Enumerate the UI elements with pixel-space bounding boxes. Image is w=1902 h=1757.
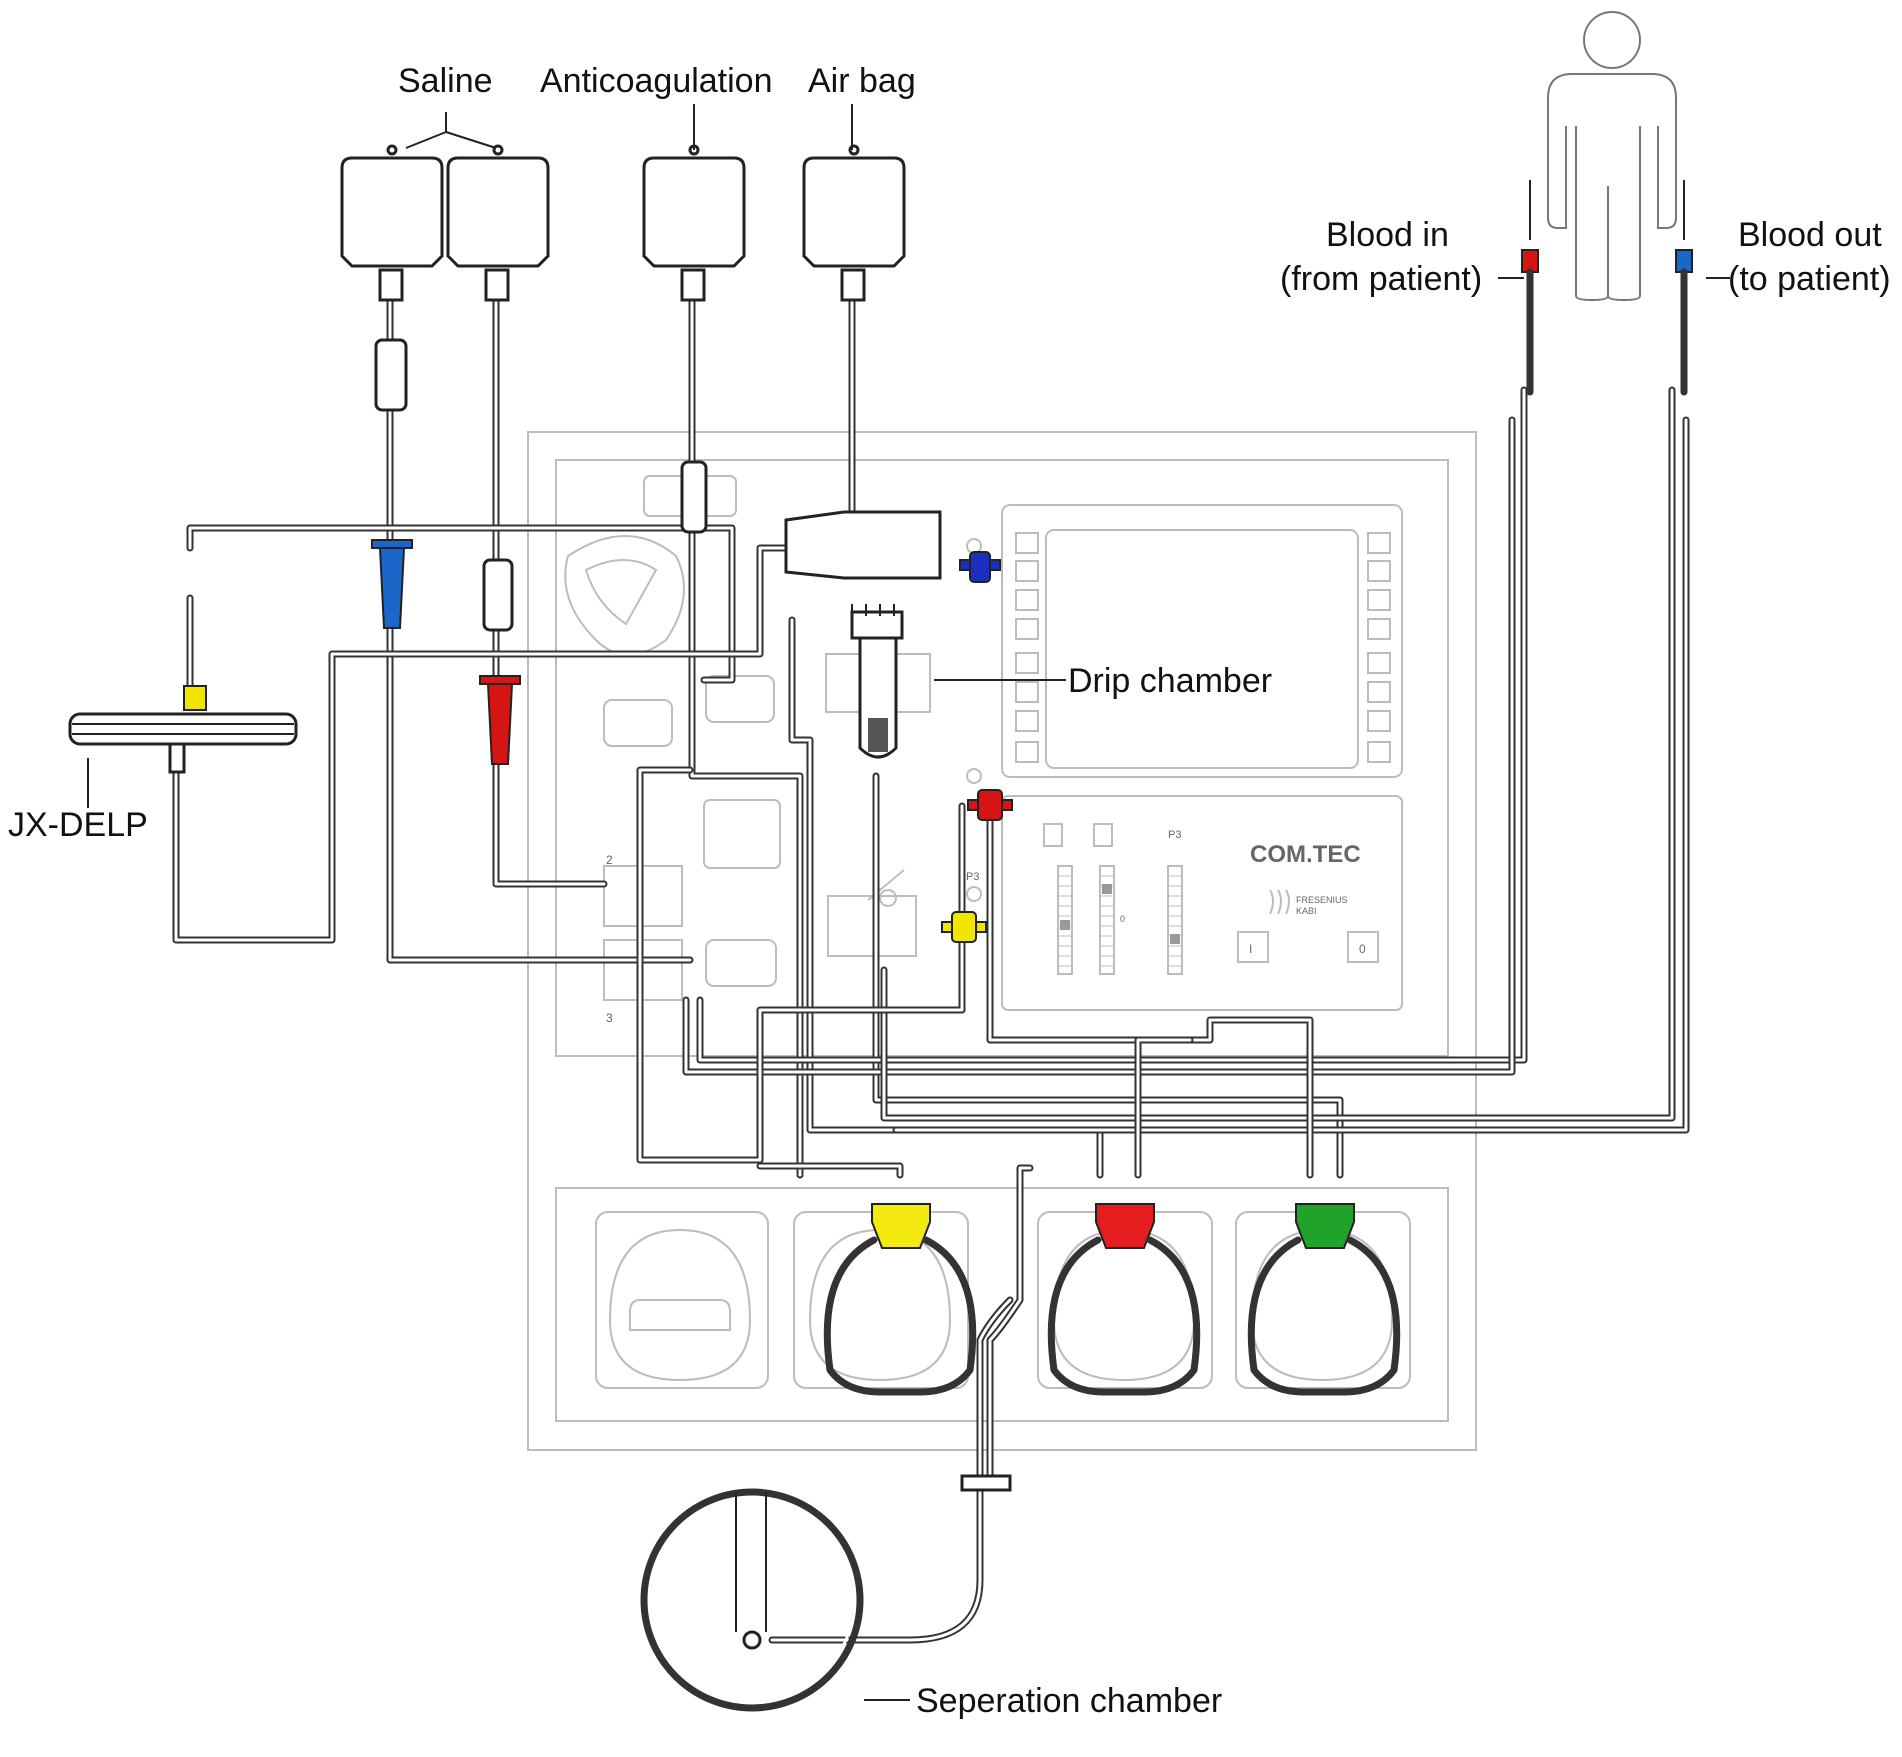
tube-to-separator-1 bbox=[990, 1168, 1030, 1480]
tube-to-separator-1-outline bbox=[986, 1164, 1034, 1484]
yellow-pump-head-icon bbox=[823, 1203, 977, 1396]
pump-1 bbox=[595, 1211, 769, 1389]
tube-saline-2-core bbox=[494, 298, 606, 886]
blood-out-needle-icon bbox=[1675, 180, 1693, 396]
tube-blood-in-2-core bbox=[684, 418, 1514, 1074]
blood-out-label-2: (to patient) bbox=[1728, 260, 1891, 298]
tube-to-separator-2-core bbox=[978, 1298, 1012, 1482]
screen-right-buttons bbox=[1367, 532, 1391, 763]
pressure-gauges bbox=[1043, 823, 1183, 975]
p3-panel-label: P3 bbox=[1168, 829, 1181, 841]
separation-chamber-icon bbox=[640, 1474, 1012, 1712]
control-panel bbox=[1001, 795, 1403, 1011]
power-on-button[interactable] bbox=[1237, 931, 1269, 963]
saline-bag-2 bbox=[446, 144, 550, 632]
air-bag-label: Air bag bbox=[808, 62, 916, 100]
tube-blood-in-1-outline bbox=[696, 386, 1528, 1064]
p3-side-label: P3 bbox=[966, 871, 979, 883]
bags bbox=[340, 144, 906, 632]
tube-filter-return-core bbox=[174, 546, 794, 942]
yellow-clamp-icon bbox=[183, 685, 207, 711]
tube-drip-in-core bbox=[790, 618, 1102, 1177]
tube-drip-out-core bbox=[874, 774, 1342, 1177]
valve-2-label: 2 bbox=[606, 853, 613, 867]
tube-separator-feed-core bbox=[770, 1488, 982, 1642]
gauge-zero-label: 0 bbox=[1120, 914, 1125, 924]
anticoagulation-bag bbox=[642, 144, 746, 534]
device-upper-frame bbox=[555, 459, 1449, 1057]
tube-yellow-line-core bbox=[638, 768, 964, 1162]
tube-blood-in-1 bbox=[700, 390, 1524, 1060]
air-detector-cassette bbox=[784, 510, 942, 580]
tube-red-pump-core bbox=[988, 804, 1312, 1177]
saline-bag-1 bbox=[340, 144, 444, 412]
air-bag bbox=[802, 144, 906, 302]
screen-display bbox=[1045, 529, 1359, 769]
tube-top-loop-core bbox=[188, 526, 734, 682]
device-outer-frame bbox=[527, 431, 1477, 1451]
maker-label-1: FRESENIUS bbox=[1296, 895, 1348, 905]
clamp-slot-1 bbox=[603, 699, 673, 747]
valve-housing bbox=[703, 799, 781, 869]
screen-frame bbox=[1001, 504, 1403, 778]
red-pump-head-icon bbox=[1047, 1203, 1201, 1396]
drip-chamber-icon bbox=[850, 604, 904, 759]
jx-delp-filter-icon bbox=[68, 712, 298, 774]
power-on-label: I bbox=[1249, 942, 1252, 956]
saline-label: Saline bbox=[398, 62, 493, 100]
detector-housing bbox=[827, 895, 917, 957]
separation-chamber-label: Seperation chamber bbox=[916, 1682, 1222, 1720]
tube-drip-in-outline bbox=[788, 616, 1104, 1179]
drip-chamber-label: Drip chamber bbox=[1068, 662, 1272, 700]
tube-to-separator-2-outline bbox=[976, 1296, 1014, 1484]
tubing-set bbox=[172, 296, 1690, 1644]
tube-drip-in bbox=[792, 620, 1100, 1175]
brand-label: COM.TEC bbox=[1250, 841, 1361, 868]
device-pump-frame bbox=[555, 1187, 1449, 1422]
blood-in-label-1: Blood in bbox=[1326, 216, 1449, 254]
spinner-housing bbox=[564, 535, 685, 656]
anticoagulation-label: Anticoagulation bbox=[540, 62, 773, 100]
clamp-slot-3 bbox=[705, 939, 777, 987]
jx-delp-label: JX-DELP bbox=[8, 806, 148, 844]
blood-out-label-1: Blood out bbox=[1738, 216, 1882, 254]
tube-saline-1-outline bbox=[386, 296, 694, 964]
yellow-filter-icon bbox=[941, 911, 987, 943]
tube-saline-1 bbox=[390, 300, 690, 960]
clamp-slot-2 bbox=[705, 675, 775, 723]
red-clamp-icon bbox=[479, 675, 521, 765]
tube-anticoagulation-core bbox=[690, 298, 802, 1177]
blood-in-needle-icon bbox=[1521, 180, 1539, 396]
tube-saline-1-core bbox=[388, 298, 692, 962]
power-off-label: 0 bbox=[1359, 942, 1366, 956]
tube-to-separator-1-core bbox=[988, 1166, 1032, 1482]
tube-blood-out-1-core bbox=[882, 388, 1674, 1120]
blue-filter-icon bbox=[959, 551, 1001, 583]
tube-yellow-pump-core bbox=[758, 1164, 902, 1177]
tube-blood-out-2-core bbox=[894, 418, 1688, 1132]
maker-logo-icon bbox=[1269, 889, 1290, 915]
patient-icon bbox=[1547, 11, 1677, 302]
leader-lines bbox=[87, 104, 1730, 1701]
blue-clamp-icon bbox=[371, 539, 413, 629]
power-off-button[interactable] bbox=[1347, 931, 1379, 963]
green-pump-head-icon bbox=[1247, 1203, 1401, 1396]
maker-label-2: KABI bbox=[1296, 906, 1317, 916]
components bbox=[68, 180, 1693, 1712]
apheresis-device: COM.TEC FRESENIUS KABI I 0 P3 0 bbox=[527, 431, 1477, 1451]
red-filter-icon bbox=[967, 789, 1013, 821]
valve-3-label: 3 bbox=[606, 1011, 613, 1025]
tube-red-pump-2-core bbox=[1136, 1038, 1192, 1177]
blood-in-label-2: (from patient) bbox=[1280, 260, 1482, 298]
screen-left-buttons bbox=[1015, 532, 1039, 763]
tube-blood-in-1-core bbox=[698, 388, 1526, 1062]
